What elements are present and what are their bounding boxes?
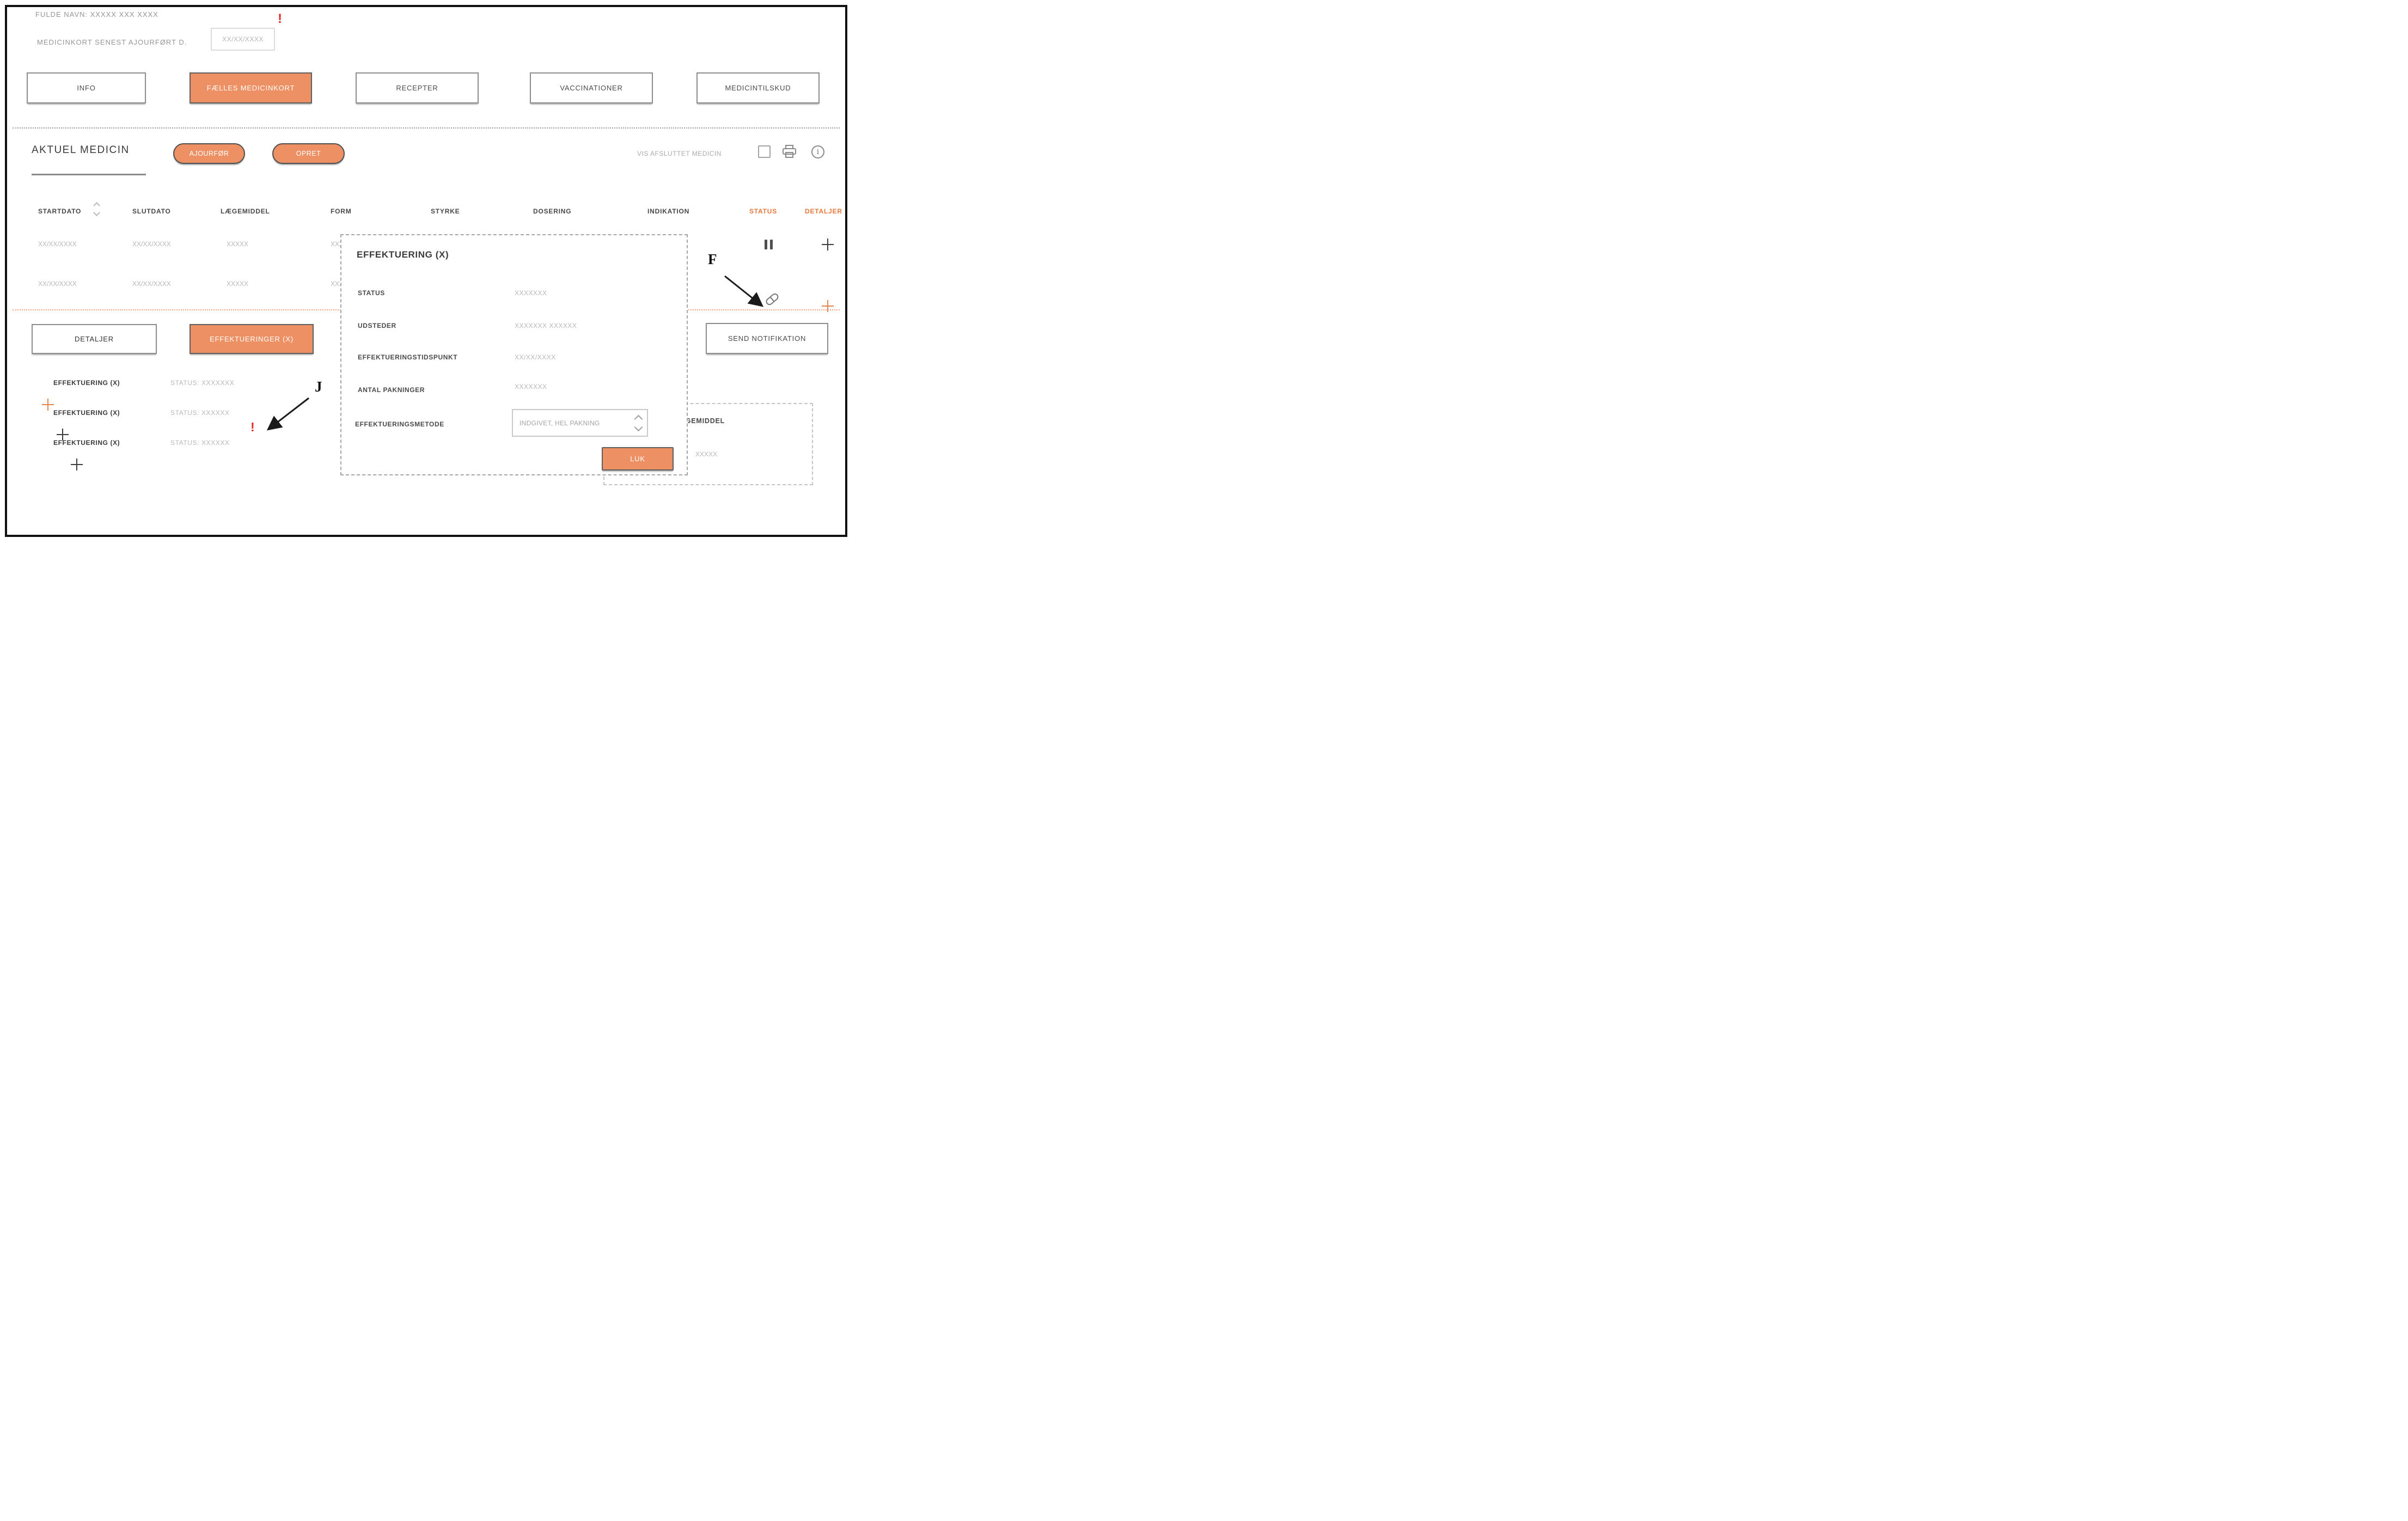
- plus-icon[interactable]: [822, 239, 834, 251]
- medicinkort-updated-label: MEDICINKORT SENEST AJOURFØRT D.: [37, 38, 187, 46]
- send-notifikation-button[interactable]: SEND NOTIFIKATION: [706, 323, 828, 354]
- pause-icon: [765, 240, 773, 249]
- printer-icon[interactable]: [782, 145, 797, 161]
- list-plus-icon[interactable]: [56, 429, 69, 441]
- col-detaljer: DETALJER: [805, 207, 842, 215]
- modal-field-label: ANTAL PAKNINGER: [358, 386, 425, 394]
- modal-field-value: XX/XX/XXXX: [515, 353, 556, 361]
- modal-field-label: EFFEKTUERINGSTIDSPUNKT: [358, 353, 458, 361]
- annotation-f-arrow: [724, 275, 764, 307]
- alert-icon: !: [278, 11, 282, 26]
- full-name-label: FULDE NAVN: XXXXX XXX XXXX: [35, 10, 158, 19]
- plus-icon-orange[interactable]: [822, 300, 834, 312]
- fmk-wireframe-screen: FULDE NAVN: XXXXX XXX XXXX ! MEDICINKORT…: [5, 5, 847, 537]
- modal-field-label: STATUS: [358, 289, 385, 297]
- list-item-status: STATUS: XXXXXX: [170, 409, 230, 417]
- table-row2-startdato: XX/XX/XXXX: [38, 280, 77, 288]
- modal-title: EFFEKTUERING (X): [357, 249, 449, 260]
- tab-faelles-medicinkort[interactable]: FÆLLES MEDICINKORT: [190, 72, 312, 103]
- vis-afsluttet-label: VIS AFSLUTTET MEDICIN: [637, 150, 722, 157]
- table-row1-laegemiddel: XXXXX: [227, 240, 249, 248]
- updated-date-input[interactable]: XX/XX/XXXX: [211, 28, 275, 51]
- col-styrke: STYRKE: [431, 207, 460, 215]
- modal-field-value: XXXXXXX XXXXXX: [515, 322, 577, 329]
- modal-method-label: EFFEKTUERINGSMETODE: [355, 420, 444, 428]
- table-row1-startdato: XX/XX/XXXX: [38, 240, 77, 248]
- tab-info[interactable]: INFO: [27, 72, 146, 103]
- list-item-status: STATUS: XXXXXXX: [170, 379, 235, 387]
- list-plus-icon-orange[interactable]: [42, 399, 54, 411]
- table-row2-laegemiddel: XXXXX: [227, 280, 249, 288]
- effektuering-modal: EFFEKTUERING (X) STATUS XXXXXXX UDSTEDER…: [340, 234, 688, 475]
- modal-field-label: UDSTEDER: [358, 322, 396, 329]
- table-row2-slutdato: XX/XX/XXXX: [132, 280, 171, 288]
- modal-field-value: XXXXXXX: [515, 289, 547, 297]
- annotation-f-label: F: [708, 251, 717, 267]
- aktuel-medicin-title: AKTUEL MEDICIN: [32, 144, 130, 156]
- annotation-j-label: J: [315, 378, 322, 395]
- col-indikation: INDIKATION: [647, 207, 690, 215]
- effektueringsmetode-select[interactable]: INDGIVET, HEL PAKNING: [512, 409, 648, 437]
- select-value: INDGIVET, HEL PAKNING: [520, 419, 600, 427]
- list-plus-icon[interactable]: [71, 459, 83, 471]
- select-spinner: [634, 414, 643, 431]
- tab-vaccinationer[interactable]: VACCINATIONER: [530, 72, 653, 103]
- luk-button[interactable]: LUK: [602, 447, 674, 471]
- section-separator: [13, 127, 840, 129]
- opret-button[interactable]: OPRET: [272, 143, 345, 164]
- detaljer-button[interactable]: DETALJER: [32, 324, 157, 354]
- col-slutdato: SLUTDATO: [132, 207, 171, 215]
- chevron-down-icon: [93, 209, 100, 216]
- chevron-up-icon: [634, 414, 643, 423]
- info-icon[interactable]: i: [811, 145, 824, 158]
- list-item-label[interactable]: EFFEKTUERING (X): [53, 379, 120, 387]
- list-item-label[interactable]: EFFEKTUERING (X): [53, 409, 120, 417]
- table-row1-slutdato: XX/XX/XXXX: [132, 240, 171, 248]
- modal-field-value: XXXXXXX: [515, 383, 547, 390]
- chevron-down-icon: [634, 423, 643, 431]
- col-status: STATUS: [749, 207, 778, 215]
- vis-afsluttet-checkbox[interactable]: [758, 145, 771, 158]
- chevron-up-icon: [93, 202, 100, 209]
- col-form: FORM: [331, 207, 352, 215]
- col-laegemiddel: LÆGEMIDDEL: [221, 207, 270, 215]
- title-underline: [32, 174, 146, 175]
- list-alert-icon: !: [250, 420, 255, 434]
- col-startdato: STARTDATO: [38, 207, 82, 215]
- tab-recepter[interactable]: RECEPTER: [356, 72, 479, 103]
- laegemiddel-panel-value: XXXXX: [695, 450, 718, 458]
- effektueringer-button[interactable]: EFFEKTUERINGER (X): [190, 324, 314, 354]
- ajourfoer-button[interactable]: AJOURFØR: [173, 143, 245, 164]
- tab-medicintilskud[interactable]: MEDICINTILSKUD: [696, 72, 820, 103]
- list-item-status: STATUS: XXXXXX: [170, 439, 230, 447]
- list-item-label[interactable]: EFFEKTUERING (X): [53, 439, 120, 447]
- col-dosering: DOSERING: [533, 207, 572, 215]
- sort-icon[interactable]: [93, 202, 100, 216]
- annotation-j-arrow: [266, 397, 309, 431]
